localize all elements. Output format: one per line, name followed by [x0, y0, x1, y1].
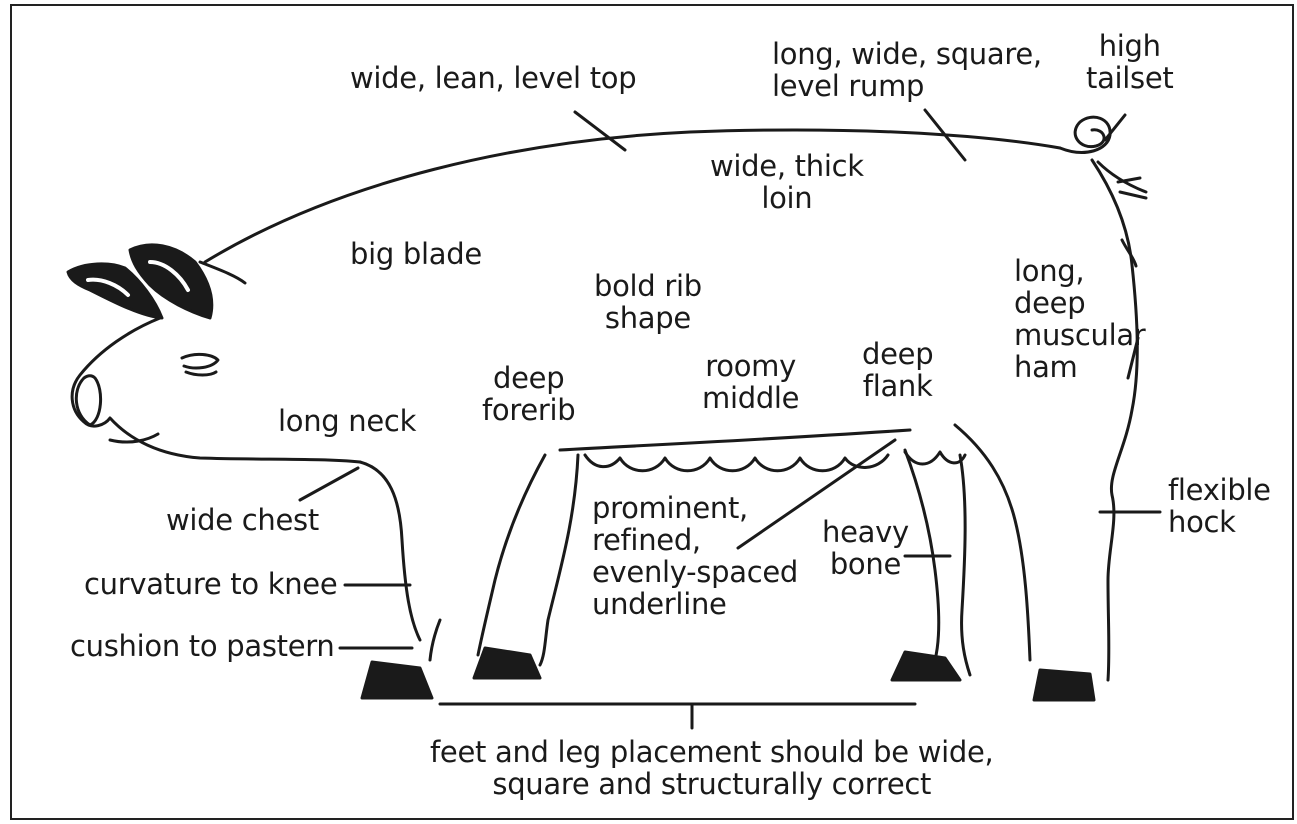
label-deep-forerib: deep forerib: [482, 362, 575, 426]
label-wide-chest: wide chest: [166, 504, 319, 536]
hoof-hind-far: [1034, 670, 1094, 700]
leader-top: [575, 112, 625, 150]
label-heavy-bone: heavy bone: [822, 516, 909, 580]
label-long-neck: long neck: [278, 405, 416, 437]
eye: [182, 354, 218, 375]
hind-leg-near-back: [960, 455, 970, 675]
ham-outline: [1092, 160, 1137, 680]
label-flexible-hock: flexible hock: [1168, 474, 1271, 538]
label-wide-thick-loin: wide, thick loin: [710, 150, 864, 214]
label-long-wide-square-level-rump: long, wide, square, level rump: [772, 38, 1042, 102]
label-wide-lean-level-top: wide, lean, level top: [350, 62, 636, 94]
label-cushion-to-pastern: cushion to pastern: [70, 630, 334, 662]
front-leg-far-back: [540, 455, 578, 665]
label-prominent-underline: prominent, refined, evenly-spaced underl…: [592, 492, 798, 620]
belly-line: [560, 430, 910, 450]
label-feet-and-leg-placement: feet and leg placement should be wide, s…: [430, 736, 993, 800]
hoof-hind-near: [892, 652, 960, 680]
label-high-tailset: high tailset: [1086, 30, 1173, 94]
label-bold-rib-shape: bold rib shape: [594, 270, 702, 334]
front-leg-near-back: [430, 620, 440, 660]
label-curvature-to-knee: curvature to knee: [84, 568, 337, 600]
label-roomy-middle: roomy middle: [702, 350, 799, 414]
hoof-front-far: [474, 648, 540, 678]
topline: [205, 130, 1060, 262]
label-long-deep-muscular-ham: long, deep muscular ham: [1014, 255, 1145, 383]
front-leg-near-front: [360, 462, 420, 640]
feet-bracket: [440, 704, 915, 728]
front-leg-far-front: [478, 455, 545, 655]
label-big-blade: big blade: [350, 238, 482, 270]
label-deep-flank: deep flank: [862, 338, 933, 402]
tail: [1060, 117, 1146, 198]
hoof-front-near: [362, 662, 432, 698]
leader-wide-chest: [300, 468, 358, 500]
